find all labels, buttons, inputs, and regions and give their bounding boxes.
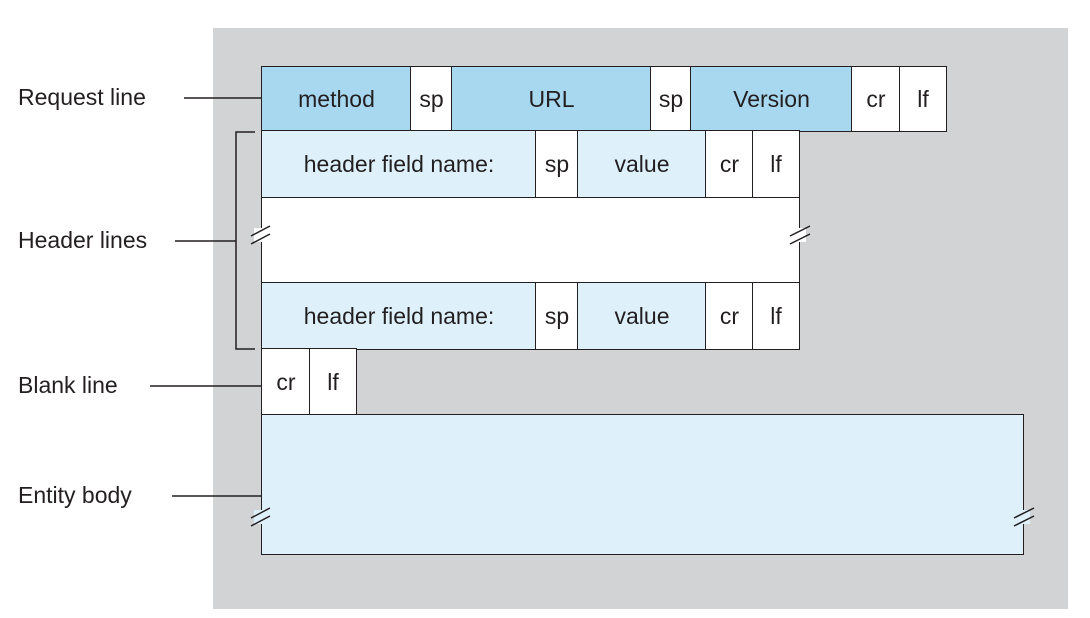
cr-field: cr [261,348,311,416]
sp-field: sp [410,66,453,132]
header-value-field: value [577,130,707,199]
break-mark-left [250,507,271,527]
lf-field: lf [309,348,357,416]
header-lines-bracket [235,131,255,350]
header-field-name: header field name: [261,282,537,350]
lf-field: lf [899,66,947,132]
break-mark-left [250,225,271,245]
header-lines-label: Header lines [18,227,148,253]
sp-field: sp [535,282,579,350]
lf-field: lf [752,282,800,350]
header-field-name: header field name: [261,130,537,199]
cr-field: cr [705,130,754,199]
blank-line-label: Blank line [18,372,118,398]
cr-field: cr [851,66,901,132]
version-field: Version [690,66,853,132]
header-value-field: value [577,282,707,350]
request-line-label: Request line [18,84,146,110]
entity-body-box [261,414,1024,555]
sp-field: sp [650,66,692,132]
entity-body-label: Entity body [18,482,132,508]
break-mark-right [1013,507,1035,527]
break-mark-right [789,225,811,245]
url-field: URL [451,66,652,132]
